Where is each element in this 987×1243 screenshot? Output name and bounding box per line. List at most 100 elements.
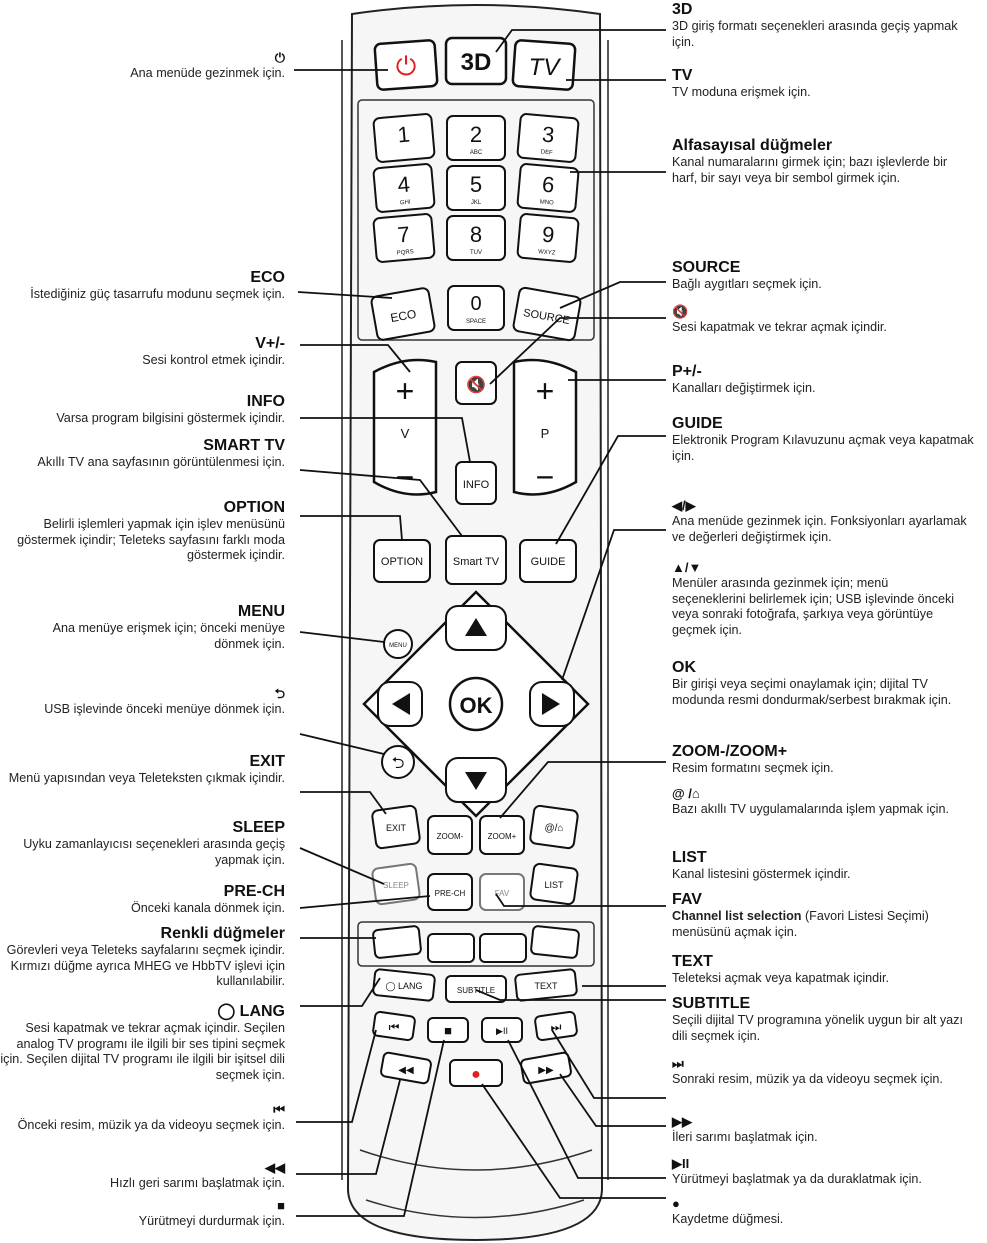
note-subtitle: SUBTITLE Seçili dijital TV programına yö…	[672, 995, 963, 1043]
svg-text:PRE-CH: PRE-CH	[435, 889, 466, 898]
record-icon: ●	[672, 1196, 680, 1211]
menu-button[interactable]: MENU	[383, 629, 413, 659]
green-button[interactable]	[427, 933, 475, 963]
ffwd-button[interactable]: ▶▶	[520, 1051, 572, 1085]
note-list: LIST Kanal listesini göstermek içindir.	[672, 849, 851, 881]
blue-button[interactable]	[530, 925, 580, 959]
next-icon: ⏭	[672, 1056, 684, 1071]
prev-icon: ⏮	[273, 1102, 285, 1117]
exit-button[interactable]: EXIT	[371, 804, 421, 850]
note-play-pause: ▶II Yürütmeyi başlatmak ya da duraklatma…	[672, 1156, 987, 1188]
svg-text:MENU: MENU	[389, 643, 407, 649]
ffwd-icon: ▶▶	[672, 1114, 692, 1129]
down-arrow-icon[interactable]	[465, 772, 487, 790]
program-rocker[interactable]: + P −	[512, 358, 578, 496]
play-pause-button[interactable]: ▶II	[481, 1017, 523, 1043]
note-next: ⏭ Sonraki resim, müzik ya da videoyu seç…	[672, 1056, 972, 1088]
note-menu: MENU Ana menüye erişmek için; önceki men…	[52, 603, 285, 651]
digit-1-button[interactable]: 1	[372, 113, 436, 163]
svg-text:OK: OK	[460, 693, 493, 718]
digit-letters: ABC	[470, 150, 483, 156]
tv-button[interactable]: TV	[511, 39, 577, 91]
list-button[interactable]: LIST	[529, 862, 579, 906]
rewind-icon: ◀◀	[265, 1160, 285, 1175]
note-program: P+/- Kanalları değiştirmek için.	[672, 363, 816, 395]
note-record: ● Kaydetme düğmesi.	[672, 1196, 982, 1228]
text-button[interactable]: TEXT	[514, 968, 578, 1002]
svg-text:−: −	[396, 459, 415, 495]
svg-text:GUIDE: GUIDE	[531, 556, 566, 568]
ok-button[interactable]: OK	[448, 676, 504, 732]
source-button[interactable]: SOURCE	[512, 286, 582, 342]
3d-button[interactable]: 3D	[444, 36, 508, 86]
left-arrow-icon[interactable]	[392, 693, 410, 715]
svg-text:TV: TV	[529, 54, 562, 81]
note-power: ⏻ Ana menüde gezinmek için.	[5, 50, 285, 82]
digit-label: 9	[541, 222, 555, 248]
up-arrow-icon[interactable]	[465, 618, 487, 636]
note-stop: ■ Yürütmeyi durdurmak için.	[5, 1198, 285, 1230]
at-home-button[interactable]: @/⌂	[529, 804, 579, 850]
rewind-button[interactable]: ◀◀	[380, 1051, 432, 1085]
ffwd-icon: ▶▶	[538, 1065, 554, 1076]
guide-button[interactable]: GUIDE	[519, 539, 577, 583]
red-button[interactable]	[372, 925, 422, 959]
note-volume: V+/- Sesi kontrol etmek içindir.	[142, 335, 285, 367]
svg-text:SPACE: SPACE	[466, 319, 486, 325]
digit-letters: DEF	[540, 149, 553, 156]
svg-text:0: 0	[470, 293, 481, 315]
svg-text:V: V	[401, 426, 410, 441]
note-pre-ch: PRE-CH Önceki kanala dönmek için.	[130, 883, 285, 915]
power-button[interactable]: ⏻	[373, 39, 439, 91]
mute-icon: 🔇	[466, 375, 486, 394]
svg-text:Smart TV: Smart TV	[453, 556, 500, 568]
record-button[interactable]: ●	[449, 1059, 503, 1087]
right-arrow-icon[interactable]	[542, 693, 560, 715]
svg-text:@/⌂: @/⌂	[545, 823, 564, 834]
play-pause-icon: ▶II	[496, 1026, 508, 1036]
lang-button[interactable]: ◯ LANG	[372, 968, 436, 1002]
sleep-button[interactable]: SLEEP	[371, 862, 421, 906]
prev-button[interactable]: ⏮	[372, 1010, 416, 1042]
note-mute: 🔇 Sesi kapatmak ve tekrar açmak içindir.	[672, 304, 982, 336]
next-button[interactable]: ⏭	[534, 1010, 578, 1042]
note-back: ⮌ USB işlevinde önceki menüye dönmek içi…	[5, 686, 285, 718]
note-tv: TV TV moduna erişmek için.	[672, 67, 811, 99]
volume-rocker[interactable]: + V −	[372, 358, 438, 496]
stop-button[interactable]: ■	[427, 1017, 469, 1043]
digit-label: 6	[541, 172, 555, 198]
mute-button[interactable]: 🔇	[455, 361, 497, 405]
smart-tv-button[interactable]: Smart TV	[445, 535, 507, 585]
yellow-button[interactable]	[479, 933, 527, 963]
svg-text:◯ LANG: ◯ LANG	[385, 981, 422, 992]
back-button[interactable]: ⮌	[381, 745, 415, 779]
eco-button[interactable]: ECO	[370, 287, 436, 341]
digit-0-button[interactable]: 0 SPACE	[447, 285, 505, 331]
note-sleep: SLEEP Uyku zamanlayıcısı seçenekleri ara…	[23, 819, 285, 867]
zoom-minus-button[interactable]: ZOOM-	[427, 815, 473, 855]
note-exit: EXIT Menü yapısından veya Teleteksten çı…	[8, 753, 285, 785]
svg-text:LIST: LIST	[544, 880, 564, 890]
digit-label: 4	[397, 172, 411, 198]
note-guide: GUIDE Elektronik Program Kılavuzunu açma…	[672, 415, 974, 463]
info-button[interactable]: INFO	[455, 461, 497, 505]
pre-ch-button[interactable]: PRE-CH	[427, 873, 473, 911]
power-icon: ⏻	[274, 50, 285, 65]
svg-text:OPTION: OPTION	[381, 556, 423, 568]
stop-icon: ■	[277, 1198, 285, 1213]
note-at-home: @ /⌂ Bazı akıllı TV uygulamalarında işle…	[672, 786, 972, 818]
note-ok: OK Bir girişi veya seçimi onaylamak için…	[672, 659, 952, 707]
digit-label: 3	[541, 122, 555, 148]
navigation-pad: OK	[362, 590, 590, 818]
fav-button[interactable]: FAV	[479, 873, 525, 911]
next-icon: ⏭	[551, 1020, 562, 1034]
